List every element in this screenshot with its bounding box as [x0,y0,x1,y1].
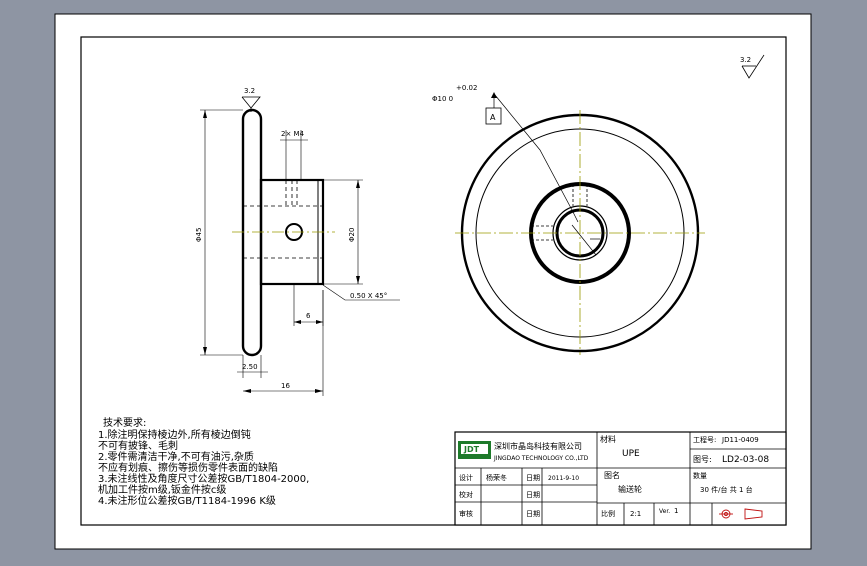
notes-line-1: 1.除注明保持棱边外,所有棱边倒钝 [98,428,251,441]
notes-line-3: 2.零件需清洁干净,不可有油污,杂质 [98,450,254,463]
drawing-name-label: 图名 [604,470,620,480]
dim-6: 6 [306,312,311,320]
notes-title: 技术要求: [103,416,146,429]
ver-value: 1 [674,507,678,515]
company-name-cn: 深圳市晶岛科技有限公司 [494,441,582,451]
check-label: 校对 [459,490,473,499]
projection-symbol [719,508,763,520]
scale-label: 比例 [601,509,615,518]
dim-16: 16 [281,382,290,390]
company-logo: JDT [458,441,491,459]
dim-phi45: Φ45 [195,228,203,242]
notes-line-4: 不应有划痕、擦伤等损伤零件表面的缺陷 [98,461,278,474]
hidden-bore-lines [243,180,323,259]
notes-line-6: 机加工件按m级,钣金件按c级 [98,483,226,496]
date-label-3: 日期 [526,510,540,518]
title-block: JDT 深圳市晶岛科技有限公司 JINGDAO TECHNOLOGY CO.,L… [454,431,787,526]
design-label: 设计 [459,473,473,482]
tol-upper: +0.02 [456,84,477,92]
dim-250: 2.50 [242,363,258,371]
datum-leader [493,94,600,256]
notes-line-2: 不可有披锋、毛刺 [98,439,178,452]
roughness-symbol-top [741,54,765,79]
notes-line-5: 3.未注线性及角度尺寸公差按GB/T1804-2000, [98,472,309,485]
scale-value: 2:1 [630,510,641,518]
svg-text:JDT: JDT [463,445,480,454]
date-label-1: 日期 [526,474,540,482]
dim-m4: 2× M4 [281,130,305,138]
hidden-holes [531,184,588,241]
date-label-2: 日期 [526,491,540,499]
project-label: 工程号: [693,435,716,444]
datum-triangle [491,92,497,98]
drawing-border [80,36,787,526]
roughness-value-left: 3.2 [244,87,255,95]
roughness-value-top: 3.2 [740,56,751,64]
review-label: 审核 [459,509,473,518]
notes-line-7: 4.未注形位公差按GB/T1184-1996 K级 [98,494,276,507]
company-name-en: JINGDAO TECHNOLOGY CO.,LTD [493,455,589,462]
material-value: UPE [622,449,640,459]
material-label: 材料 [600,434,616,444]
front-centerlines [455,110,705,355]
dimension-arrows [203,110,360,393]
drawing-no-label: 图号: [693,455,712,464]
side-view: 3.2 [195,87,400,396]
technical-notes: 技术要求: 1.除注明保持棱边外,所有棱边倒钝 不可有披锋、毛刺 2.零件需清洁… [98,416,309,507]
drawing-no-value: LD2-03-08 [722,455,769,465]
dim-phi20: Φ20 [348,228,356,242]
side-dimensions [200,109,400,396]
front-view: A +0.02 Φ10 0 [432,84,705,355]
ver-label: Ver. [659,508,670,515]
designer-name: 杨荣冬 [486,473,507,482]
project-value: JD11-0409 [721,436,759,444]
dim-chamfer: 0.50 X 45° [350,292,387,300]
date-value: 2011-9-10 [548,475,579,482]
datum-label: A [490,113,496,122]
qty-label: 数量 [693,471,707,480]
qty-value: 30 件/台 共 1 台 [700,485,753,494]
tol-value: Φ10 0 [432,95,453,103]
drawing-name-value: 输送轮 [618,484,642,494]
datum-box [485,107,502,125]
